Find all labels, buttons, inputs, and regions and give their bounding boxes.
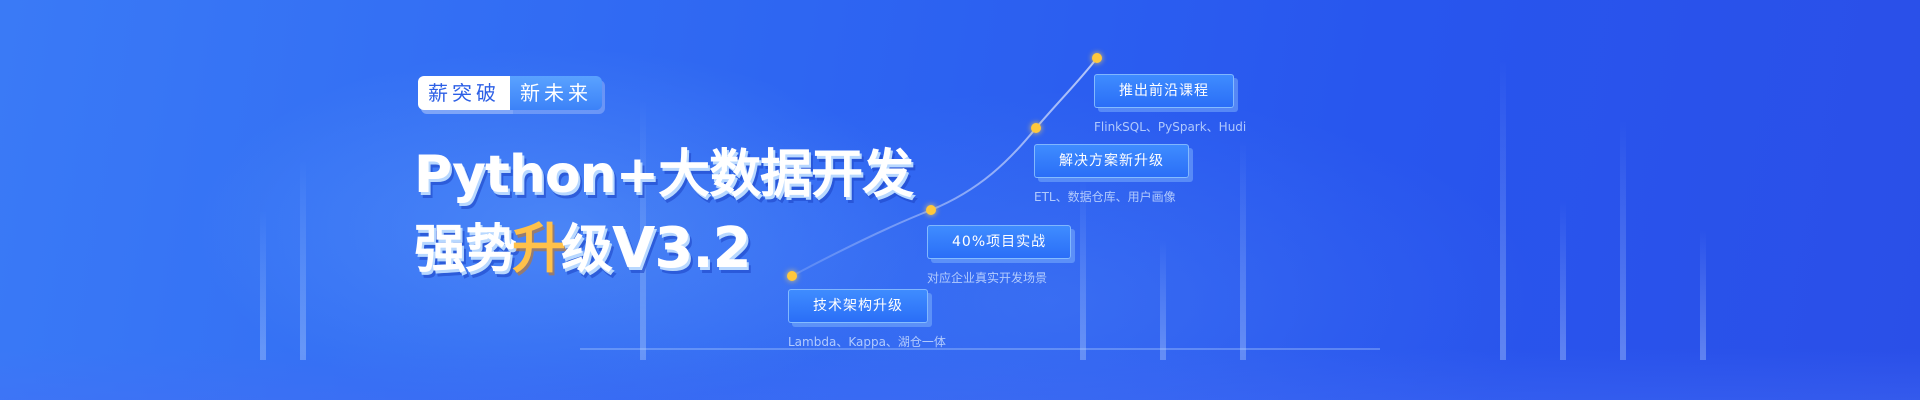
step-1-dot [787, 271, 797, 281]
step-3: 解决方案新升级 ETL、数据仓库、用户画像 [1034, 144, 1189, 205]
step-1-button[interactable]: 技术架构升级 [788, 289, 928, 323]
upgrade-arrow-icon: 升 [512, 217, 566, 280]
headline-line-1: Python+大数据开发 [414, 145, 914, 205]
slogan-badge: 薪突破 新未来 [418, 76, 602, 110]
step-4: 推出前沿课程 FlinkSQL、PySpark、Hudi [1094, 74, 1246, 135]
stage-edge [580, 348, 1380, 350]
step-1: 技术架构升级 Lambda、Kappa、湖仓一体 [788, 289, 946, 350]
badge-left: 薪突破 [418, 76, 510, 110]
step-4-dot [1092, 53, 1102, 63]
headline-line-2: 强势升级V3.2 [414, 204, 752, 283]
step-3-caption: ETL、数据仓库、用户画像 [1034, 190, 1176, 204]
step-2-button[interactable]: 40%项目实战 [927, 225, 1072, 259]
badge-right: 新未来 [510, 76, 602, 110]
step-4-caption: FlinkSQL、PySpark、Hudi [1094, 120, 1247, 134]
headline-version: V3.2 [612, 216, 752, 281]
stage-floor [0, 348, 1920, 400]
step-1-caption: Lambda、Kappa、湖仓一体 [788, 335, 946, 349]
step-2: 40%项目实战 对应企业真实开发场景 [927, 225, 1072, 286]
step-3-dot [1031, 123, 1041, 133]
headline-prefix: 强势 [414, 220, 517, 280]
headline-mid: 级 [561, 220, 613, 280]
step-3-button[interactable]: 解决方案新升级 [1034, 144, 1189, 178]
step-2-dot [926, 205, 936, 215]
step-2-caption: 对应企业真实开发场景 [927, 271, 1048, 285]
step-4-button[interactable]: 推出前沿课程 [1094, 74, 1234, 108]
